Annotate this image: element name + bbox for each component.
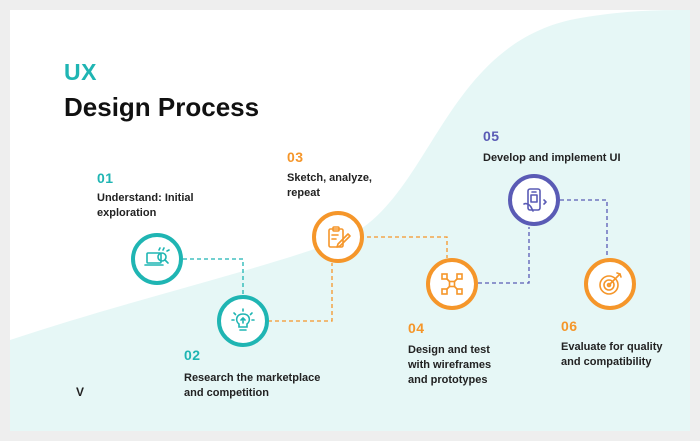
connector-1-2 <box>183 258 244 297</box>
background-wave <box>10 10 690 431</box>
step-number-06: 06 <box>561 318 578 334</box>
search-laptop-icon <box>144 247 170 266</box>
step-label-04-text: Design and test with wireframes and prot… <box>408 344 492 386</box>
step-node-02 <box>217 295 269 347</box>
step-label-02-text: Research the marketplace and competition <box>184 372 321 399</box>
target-arrow-icon <box>599 272 622 295</box>
step-node-05 <box>508 174 560 226</box>
connector-2-3 <box>268 263 333 322</box>
step-number-01: 01 <box>97 170 114 186</box>
brand-logo: V <box>76 385 85 399</box>
step-label-05-text: Develop and implement UI <box>483 152 621 164</box>
lightbulb-icon <box>231 308 255 331</box>
step-label-03: Sketch, analyze, repeat <box>287 171 437 201</box>
wireframe-nodes-icon <box>441 273 463 295</box>
slide-canvas: UX Design Process 01 Understand: Initial… <box>10 10 690 431</box>
clipboard-pencil-icon <box>328 226 351 248</box>
connector-lines <box>183 199 608 322</box>
mobile-hand-icon <box>523 188 547 212</box>
step-label-02: Research the marketplace and competition <box>184 371 384 401</box>
step-label-04: Design and test with wireframes and prot… <box>408 343 558 388</box>
step-number-05: 05 <box>483 128 500 144</box>
step-label-01-text: Understand: Initial exploration <box>97 192 194 219</box>
step-node-03 <box>312 211 364 263</box>
title-accent: UX <box>64 59 97 85</box>
step-label-01: Understand: Initial exploration <box>97 191 247 221</box>
step-number-04: 04 <box>408 320 425 336</box>
step-node-04 <box>426 258 478 310</box>
connector-5-6 <box>560 199 608 258</box>
step-node-01 <box>131 233 183 285</box>
page-title: Design Process <box>64 92 260 122</box>
step-label-03-text: Sketch, analyze, repeat <box>287 172 372 199</box>
connector-4-5 <box>478 227 530 284</box>
step-number-02: 02 <box>184 347 201 363</box>
step-label-06-text: Evaluate for quality and compatibility <box>561 341 663 368</box>
step-label-06: Evaluate for quality and compatibility <box>561 340 686 370</box>
connector-3-4 <box>360 236 448 258</box>
step-number-03: 03 <box>287 149 304 165</box>
step-label-05: Develop and implement UI <box>483 151 673 166</box>
step-node-06 <box>584 258 636 310</box>
